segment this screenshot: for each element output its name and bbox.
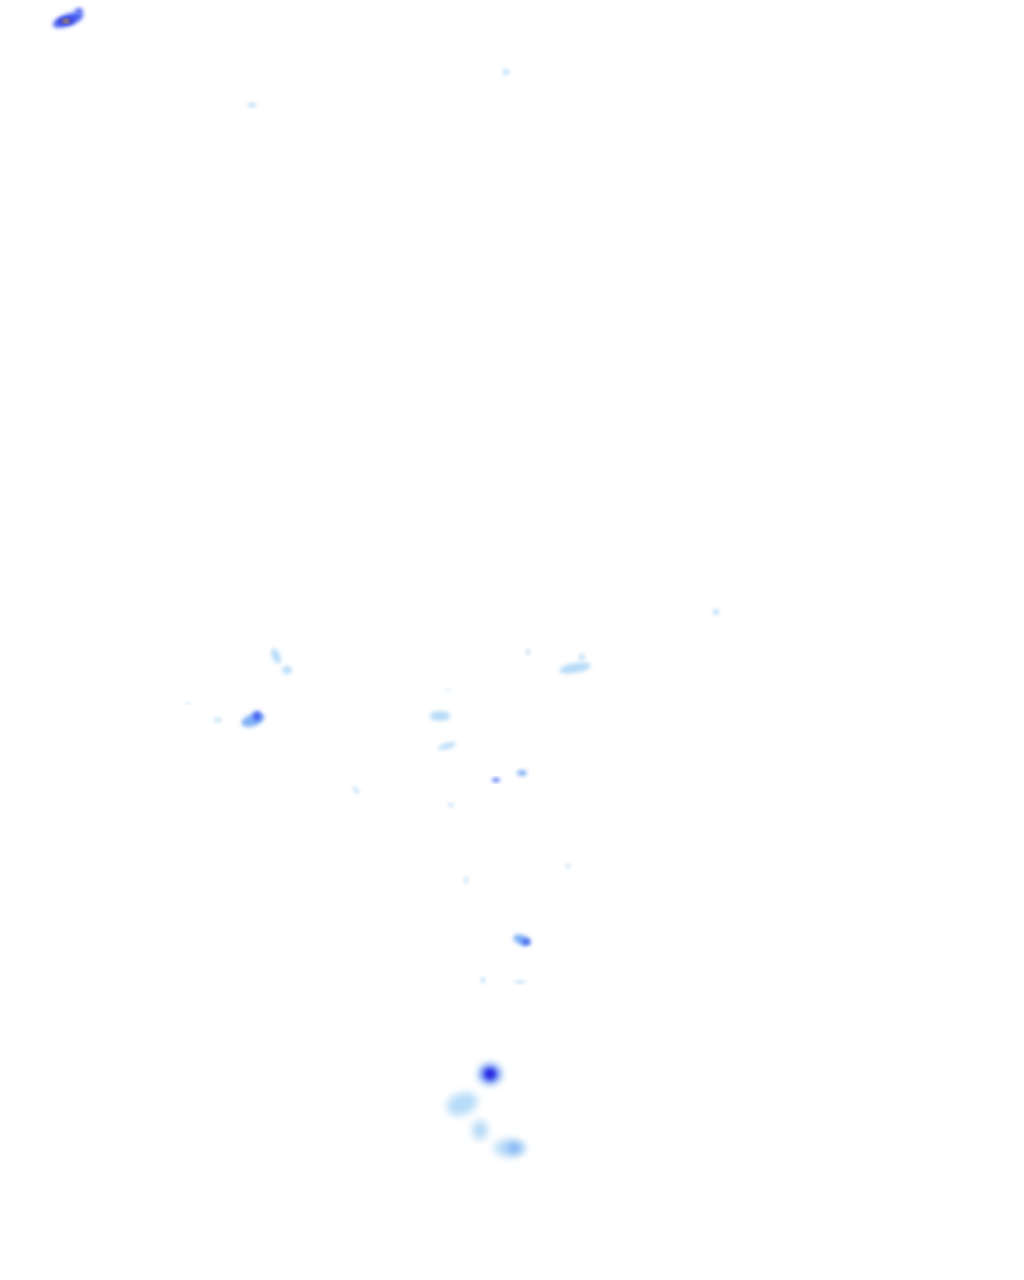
precipitation-cell-light [559, 662, 591, 674]
precipitation-cell-light [446, 1092, 478, 1116]
precipitation-cell-intense [485, 1069, 495, 1079]
precipitation-cell-heavy [522, 939, 530, 945]
precipitation-cell-heavy [253, 711, 261, 721]
precipitation-cell-light [430, 711, 450, 721]
precipitation-cell-heavy [492, 778, 500, 782]
precipitation-cell-light [464, 877, 468, 883]
precipitation-cell-heavy [75, 8, 83, 14]
precipitation-cell-light [438, 742, 456, 750]
precipitation-cell-light [713, 609, 719, 615]
precipitation-cell-extreme [62, 19, 70, 23]
precipitation-cell-moderate [517, 770, 527, 776]
precipitation-cell-light [352, 787, 360, 793]
precipitation-cell-light [214, 718, 222, 722]
precipitation-cell-light [472, 1120, 488, 1140]
precipitation-cell-light [503, 69, 509, 75]
precipitation-cell-light [514, 980, 526, 984]
precipitation-cell-light [282, 666, 292, 674]
precipitation-cell-light [579, 654, 585, 660]
precipitation-cell-light [185, 702, 191, 704]
precipitation-cell-moderate [513, 934, 531, 946]
precipitation-cell-light [247, 103, 257, 107]
precipitation-cell-light [271, 648, 281, 664]
precipitation-cell-light [448, 803, 454, 807]
precipitation-cells [52, 8, 719, 1157]
precipitation-cell-light [566, 864, 570, 868]
precipitation-cell-moderate [507, 1143, 521, 1153]
precipitation-cell-light [445, 689, 451, 691]
precipitation-cell-light [481, 977, 485, 983]
precipitation-cell-light [526, 649, 530, 655]
precipitation-cell-moderate [241, 713, 265, 727]
